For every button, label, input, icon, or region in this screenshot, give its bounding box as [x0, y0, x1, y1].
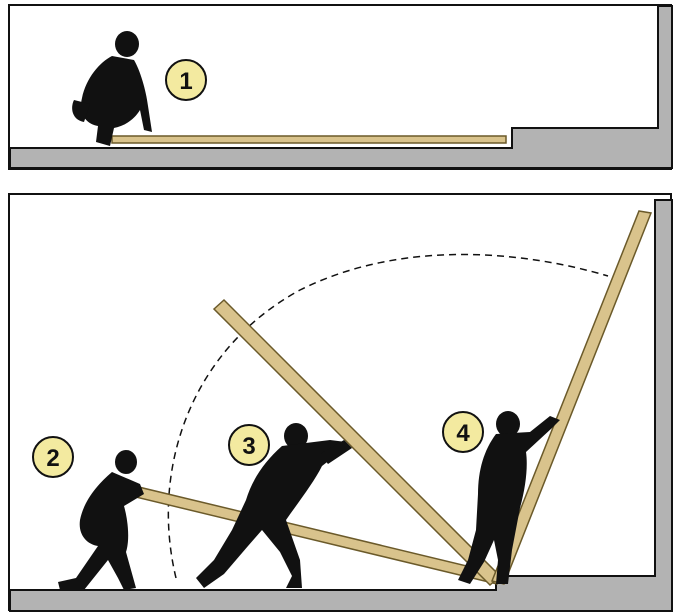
worker-1-crouching-silhouette — [72, 31, 152, 146]
step-label-4: 4 — [456, 420, 470, 447]
step-badge-1: 1 — [166, 60, 206, 100]
step-badge-3: 3 — [229, 425, 269, 465]
step-label-2: 2 — [46, 445, 59, 472]
step-label-1: 1 — [179, 68, 192, 95]
step-label-3: 3 — [242, 433, 255, 460]
step-badge-4: 4 — [443, 412, 483, 452]
step-badge-2: 2 — [33, 437, 73, 477]
worker-3-silhouette — [196, 423, 352, 588]
worker-2-silhouette — [58, 450, 144, 590]
wall-plank-flat — [112, 136, 506, 143]
